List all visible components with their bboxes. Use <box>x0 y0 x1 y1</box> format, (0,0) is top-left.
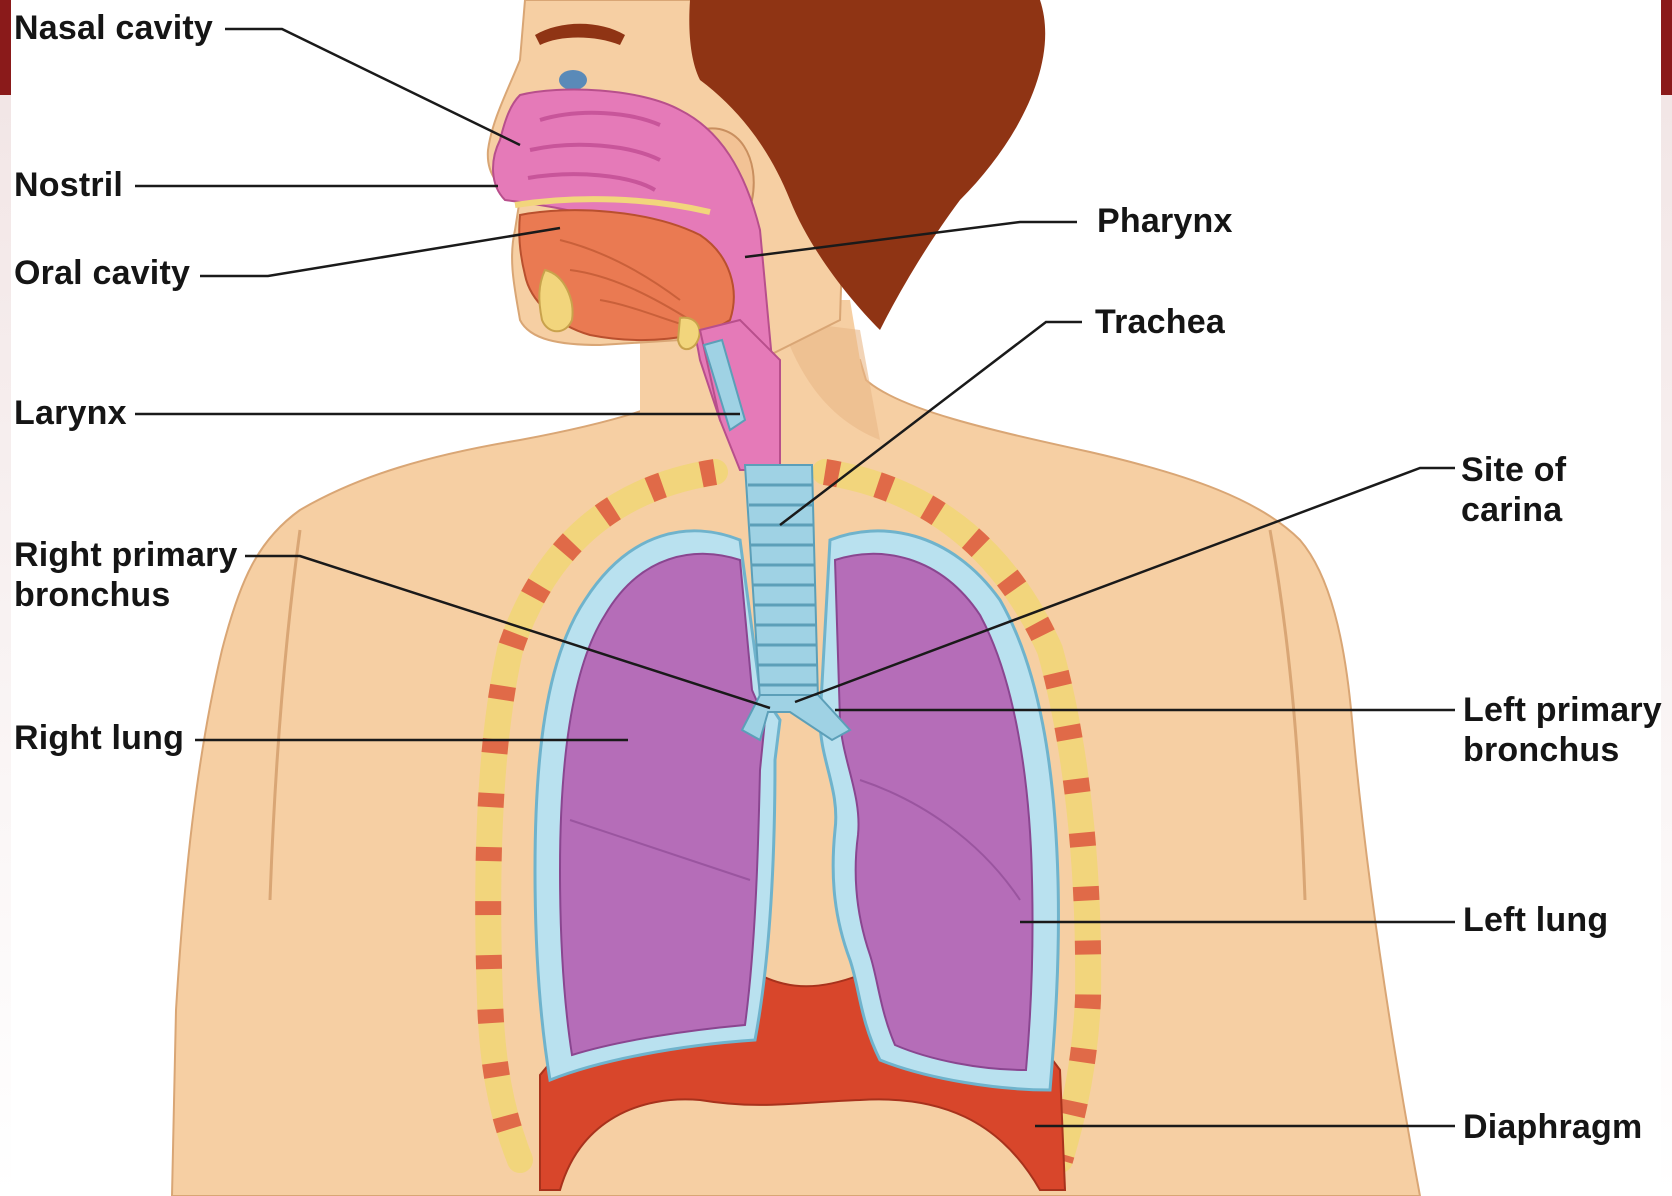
label-diaphragm-text: Diaphragm <box>1463 1108 1642 1146</box>
label-larynx-text: Larynx <box>14 394 127 432</box>
eye <box>559 70 587 90</box>
epiglottis <box>678 318 700 349</box>
label-oral-cavity: Oral cavity <box>14 253 190 293</box>
label-site-of-carina-line2: carina <box>1461 490 1566 530</box>
label-trachea: Trachea <box>1095 302 1225 342</box>
label-site-of-carina: Site of carina <box>1461 450 1566 530</box>
leader-nasal-cavity <box>225 29 520 145</box>
label-nasal-cavity: Nasal cavity <box>14 8 213 48</box>
label-right-primary-bronchus: Right primary bronchus <box>14 535 238 615</box>
label-larynx: Larynx <box>14 393 127 433</box>
label-nostril-text: Nostril <box>14 166 123 204</box>
label-nasal-cavity-text: Nasal cavity <box>14 9 213 47</box>
label-right-primary-bronchus-line2: bronchus <box>14 575 238 615</box>
label-left-primary-bronchus: Left primary bronchus <box>1463 690 1662 770</box>
label-trachea-text: Trachea <box>1095 303 1225 341</box>
label-left-primary-bronchus-line2: bronchus <box>1463 730 1662 770</box>
label-oral-cavity-text: Oral cavity <box>14 254 190 292</box>
label-left-primary-bronchus-line1: Left primary <box>1463 690 1662 730</box>
label-right-lung: Right lung <box>14 718 184 758</box>
label-pharynx: Pharynx <box>1097 201 1233 241</box>
label-left-lung-text: Left lung <box>1463 901 1608 939</box>
label-pharynx-text: Pharynx <box>1097 202 1233 240</box>
label-right-lung-text: Right lung <box>14 719 184 757</box>
label-diaphragm: Diaphragm <box>1463 1107 1642 1147</box>
label-left-lung: Left lung <box>1463 900 1608 940</box>
leader-oral-cavity <box>200 228 560 276</box>
label-site-of-carina-line1: Site of <box>1461 450 1566 490</box>
label-nostril: Nostril <box>14 165 123 205</box>
label-right-primary-bronchus-line1: Right primary <box>14 535 238 575</box>
